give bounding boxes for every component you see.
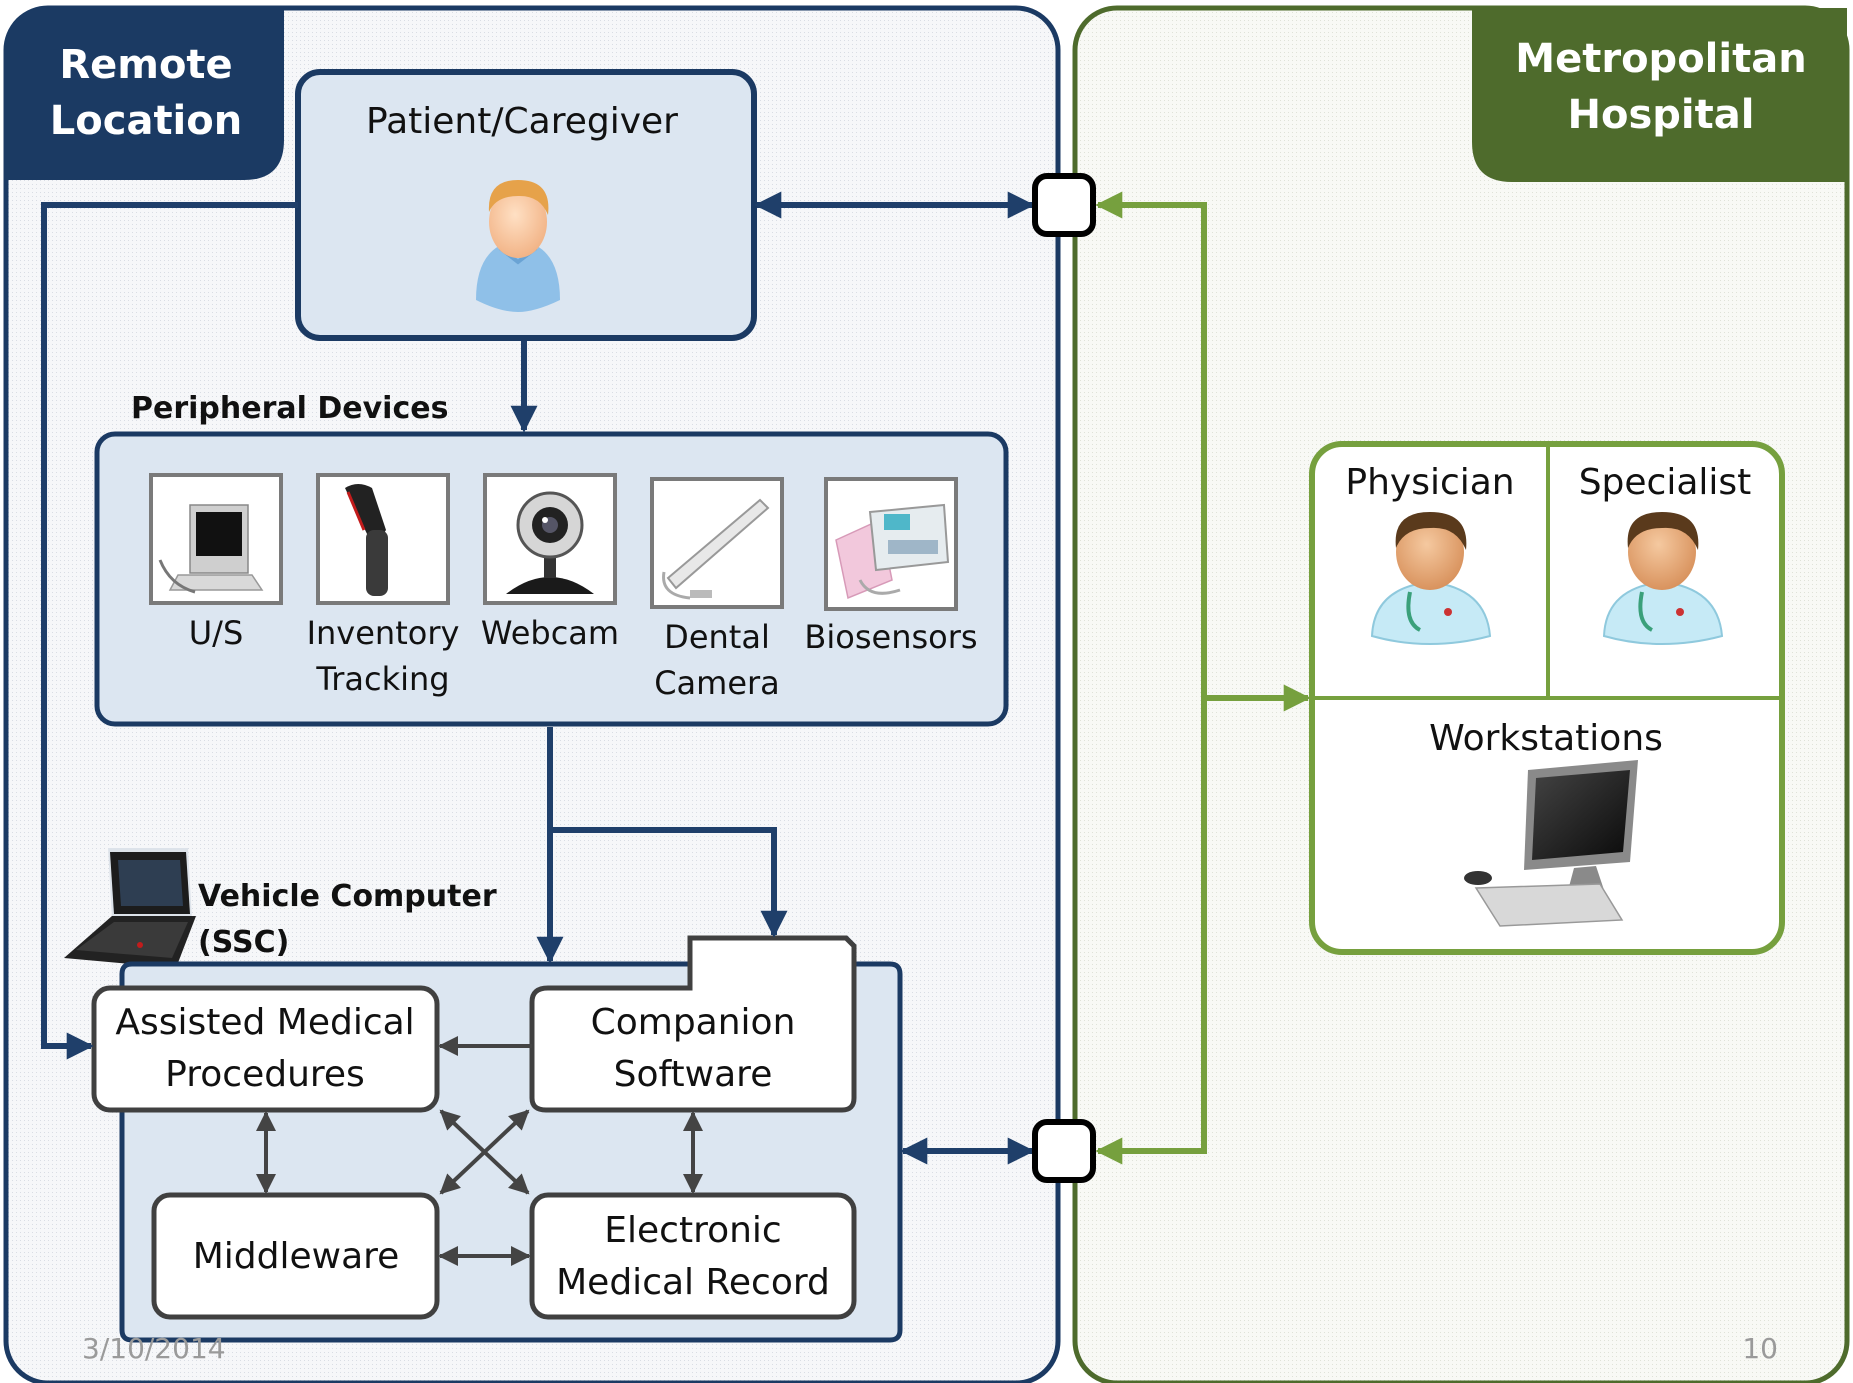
- electronic-medical-record-line2: Medical Record: [556, 1262, 830, 1303]
- companion-software-line2: Software: [614, 1054, 773, 1095]
- middleware-box: [151, 1192, 440, 1320]
- device-webcam: Webcam: [481, 473, 619, 652]
- assisted-medical-procedures-line2: Procedures: [165, 1054, 365, 1095]
- device-dental-camera: Dental Camera: [650, 477, 784, 702]
- device-label-webcam: Webcam: [481, 614, 619, 652]
- electronic-medical-record-line1: Electronic: [604, 1210, 781, 1251]
- specialist-icon: [1602, 512, 1724, 646]
- physician-label: Physician: [1345, 462, 1514, 503]
- arrow-hospital-to-bottom-gateway: [1095, 698, 1207, 1165]
- device-ultrasound: U/S: [149, 473, 283, 652]
- companion-software-line1: Companion: [591, 1002, 796, 1043]
- footer-date: 3/10/2014: [82, 1332, 226, 1365]
- hospital-title-line2: Hospital: [1568, 92, 1755, 138]
- device-label-ultrasound: U/S: [189, 614, 244, 652]
- remote-location-tab: [6, 8, 284, 180]
- workstations-label: Workstations: [1429, 718, 1663, 759]
- remote-title-line1: Remote: [59, 42, 232, 88]
- footer-page-number: 10: [1742, 1332, 1778, 1365]
- arrow-peripherals-to-companion: [550, 827, 788, 938]
- device-label-inventory-line1: Inventory: [307, 614, 460, 652]
- patient-caregiver-label: Patient/Caregiver: [366, 101, 678, 142]
- device-biosensors: Biosensors: [804, 477, 978, 656]
- arrow-hospital-to-top-gateway: [1095, 191, 1207, 698]
- assisted-medical-procedures-box: [91, 985, 440, 1113]
- device-label-dental-line2: Camera: [654, 664, 780, 702]
- companion-software-box: [529, 935, 857, 1113]
- device-label-biosensors: Biosensors: [804, 618, 977, 656]
- middleware-label: Middleware: [193, 1236, 400, 1277]
- remote-title-line2: Location: [50, 98, 242, 144]
- vehicle-computer-label-line1: Vehicle Computer: [198, 879, 497, 914]
- gateway-node-bottom: [1032, 1119, 1096, 1183]
- laptop-icon: [64, 848, 196, 968]
- device-label-dental-line1: Dental: [664, 618, 770, 656]
- electronic-medical-record-box: [529, 1192, 857, 1320]
- metropolitan-hospital-tab: [1472, 8, 1847, 182]
- specialist-label: Specialist: [1579, 462, 1752, 503]
- gateway-node-top: [1032, 173, 1096, 237]
- patient-icon: [476, 180, 560, 312]
- device-inventory-tracking: Inventory Tracking: [307, 473, 460, 698]
- arrow-patient-to-amp: [41, 202, 298, 1060]
- peripheral-devices-label: Peripheral Devices: [131, 391, 448, 426]
- assisted-medical-procedures-line1: Assisted Medical: [115, 1002, 414, 1043]
- hospital-title-line1: Metropolitan: [1515, 36, 1806, 82]
- arrow-cross-companion-middleware: [439, 1109, 530, 1195]
- workstation-icon: [1464, 760, 1638, 927]
- device-label-inventory-line2: Tracking: [315, 660, 449, 698]
- vehicle-computer-label-line2: (SSC): [198, 925, 289, 960]
- physician-icon: [1370, 512, 1492, 646]
